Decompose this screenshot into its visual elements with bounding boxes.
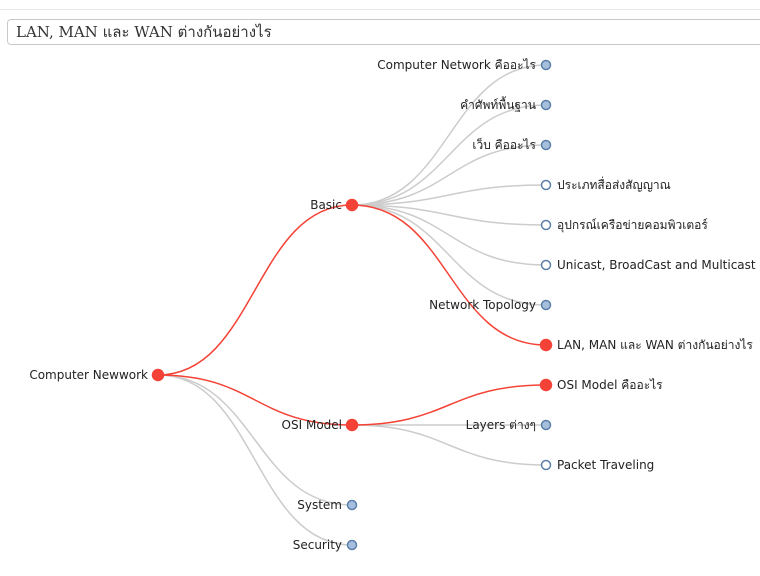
active-link-12 <box>351 204 547 346</box>
tree-node-osi-model[interactable]: OSI Model <box>282 418 359 432</box>
tree-link-9 <box>157 374 353 506</box>
tree-link-3 <box>351 184 547 206</box>
node-label-node-6: อุปกรณ์เครือข่ายคอมพิวเตอร์ <box>557 218 708 233</box>
tree-node-computer-newwork[interactable]: Computer Newwork <box>29 368 165 382</box>
node-circle-node-3[interactable] <box>540 99 552 111</box>
tree-node-computer-network[interactable]: Computer Network คืออะไร <box>377 58 552 72</box>
tree-node-unicast-broadcast-and-multicast[interactable]: Unicast, BroadCast and Multicast <box>540 258 756 272</box>
node-label-network-topology: Network Topology <box>429 298 536 312</box>
node-label-node-5: ประเภทสื่อส่งสัญญาณ <box>557 176 671 192</box>
node-circle-system[interactable] <box>346 499 358 511</box>
node-label-unicast-broadcast-and-multicast: Unicast, BroadCast and Multicast <box>557 258 756 272</box>
active-link-13 <box>157 374 353 426</box>
node-label-node-4: เว็บ คืออะไร <box>472 137 536 152</box>
tree-link-2 <box>351 144 547 206</box>
node-circle-layers[interactable] <box>540 419 552 431</box>
node-label-basic: Basic <box>310 198 342 212</box>
tree-node-basic[interactable]: Basic <box>310 198 359 212</box>
tree-link-5 <box>351 204 547 266</box>
active-link-11 <box>157 204 353 376</box>
node-label-computer-newwork: Computer Newwork <box>29 368 148 382</box>
node-label-lan-man-wan: LAN, MAN และ WAN ต่างกันอย่างไร <box>557 338 753 352</box>
tree-node-layers[interactable]: Layers ต่างๆ <box>466 418 552 432</box>
node-circle-lan-man-wan[interactable] <box>539 338 553 352</box>
node-label-security: Security <box>293 538 342 552</box>
node-circle-osi-model[interactable] <box>539 378 553 392</box>
tree-link-1 <box>351 104 547 206</box>
node-label-node-3: คำศัพท์พื้นฐาน <box>460 96 536 112</box>
tree-link-10 <box>157 374 353 546</box>
top-divider <box>0 9 760 10</box>
node-circle-osi-model[interactable] <box>345 418 359 432</box>
node-circle-node-4[interactable] <box>540 139 552 151</box>
tree-node-osi-model[interactable]: OSI Model คืออะไร <box>539 378 664 392</box>
selected-topic-title: LAN, MAN และ WAN ต่างกันอย่างไร <box>7 19 760 45</box>
tree-link-6 <box>351 204 547 306</box>
tree-node-node-3[interactable]: คำศัพท์พื้นฐาน <box>460 96 552 112</box>
node-circle-packet-traveling[interactable] <box>540 459 552 471</box>
tree-links <box>157 64 547 546</box>
tree-link-8 <box>351 424 547 466</box>
node-label-system: System <box>297 498 342 512</box>
tree-node-node-5[interactable]: ประเภทสื่อส่งสัญญาณ <box>540 176 671 192</box>
tree-nodes: Computer Newwork Basic Computer Network คื… <box>29 58 756 552</box>
node-circle-unicast-broadcast-and-multicast[interactable] <box>540 259 552 271</box>
node-label-packet-traveling: Packet Traveling <box>557 458 654 472</box>
node-circle-network-topology[interactable] <box>540 299 552 311</box>
tree-node-node-4[interactable]: เว็บ คืออะไร <box>472 137 552 152</box>
tree-node-security[interactable]: Security <box>293 538 358 552</box>
node-circle-node-5[interactable] <box>540 179 552 191</box>
active-link-14 <box>351 384 547 426</box>
tree-node-packet-traveling[interactable]: Packet Traveling <box>540 458 655 472</box>
node-label-layers: Layers ต่างๆ <box>466 418 536 432</box>
node-circle-security[interactable] <box>346 539 358 551</box>
tree-link-4 <box>351 204 547 226</box>
tree-node-network-topology[interactable]: Network Topology <box>429 298 552 312</box>
node-circle-basic[interactable] <box>345 198 359 212</box>
tree-link-0 <box>351 64 547 206</box>
node-label-computer-network: Computer Network คืออะไร <box>377 58 536 72</box>
node-circle-node-6[interactable] <box>540 219 552 231</box>
tree-node-system[interactable]: System <box>297 498 358 512</box>
node-circle-computer-newwork[interactable] <box>151 368 165 382</box>
node-label-osi-model: OSI Model <box>282 418 342 432</box>
tree-node-lan-man-wan[interactable]: LAN, MAN และ WAN ต่างกันอย่างไร <box>539 338 754 352</box>
node-circle-computer-network[interactable] <box>540 59 552 71</box>
node-label-osi-model: OSI Model คืออะไร <box>557 378 663 392</box>
tree-node-node-6[interactable]: อุปกรณ์เครือข่ายคอมพิวเตอร์ <box>540 218 709 233</box>
